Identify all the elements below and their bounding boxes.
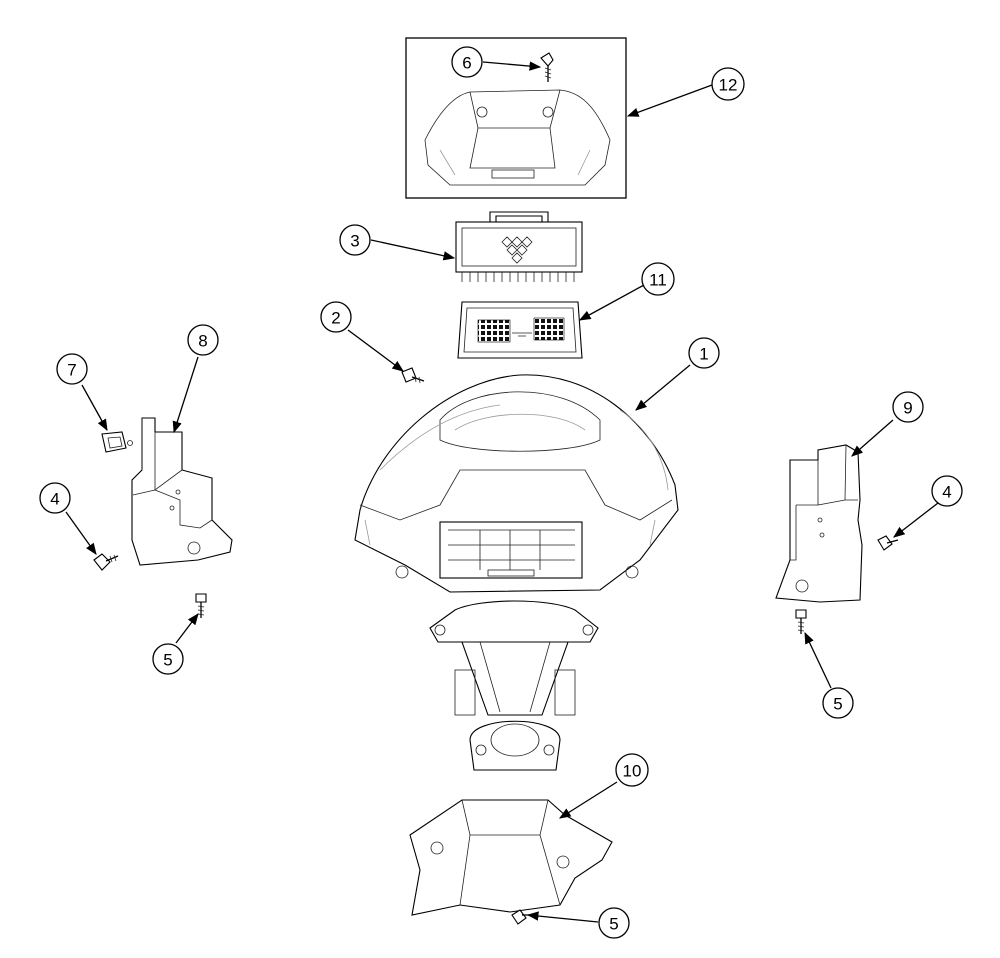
- callout-5-left-label: 5: [163, 651, 172, 670]
- leader-5-right: [804, 631, 832, 689]
- callout-10: 10: [615, 753, 649, 787]
- callout-4-right: 4: [931, 475, 963, 507]
- leader-11: [578, 284, 645, 321]
- callout-9-label: 9: [903, 399, 912, 418]
- leader-4-right: [893, 502, 939, 538]
- callout-7: 7: [56, 353, 88, 385]
- dash-cover-part: [424, 89, 611, 186]
- callout-2-label: 2: [331, 309, 340, 328]
- callout-2: 2: [320, 301, 352, 333]
- callout-5-right-label: 5: [833, 695, 842, 714]
- leader-5-bottom: [526, 911, 599, 923]
- leader-4-left: [65, 511, 97, 555]
- leader-5-left: [175, 613, 199, 644]
- callout-10-label: 10: [623, 762, 642, 781]
- screw-part-5-bottom: [511, 909, 535, 925]
- air-filter-part-3: [455, 211, 583, 282]
- left-baffle-part-8: [131, 417, 233, 566]
- leader-lines: [65, 61, 939, 923]
- leader-9: [851, 419, 894, 457]
- leader-2: [347, 329, 404, 372]
- screw-part-4-right: [877, 535, 899, 551]
- callout-1-label: 1: [699, 345, 708, 364]
- screw-part-6: [540, 52, 554, 82]
- callout-3: 3: [339, 224, 371, 256]
- callout-11: 11: [641, 262, 675, 296]
- leader-8: [172, 356, 199, 434]
- callout-1: 1: [688, 337, 720, 369]
- callout-8-label: 8: [198, 332, 207, 351]
- callout-7-label: 7: [67, 361, 76, 380]
- right-baffle-part-9: [775, 444, 863, 603]
- leader-6: [482, 61, 542, 71]
- leader-1: [635, 364, 691, 411]
- callout-5-right: 5: [822, 687, 854, 719]
- intake-duct-part: [429, 600, 599, 771]
- bottom-shroud-part-10: [409, 799, 613, 916]
- callout-6: 6: [451, 46, 483, 78]
- blower-housing-part-1: [354, 374, 679, 593]
- callout-4-right-label: 4: [942, 483, 951, 502]
- inset-box-part-12: [405, 37, 627, 199]
- callout-4-left: 4: [39, 482, 71, 514]
- callout-5-left: 5: [152, 643, 184, 675]
- callout-5-bottom-label: 5: [609, 915, 618, 934]
- callout-3-label: 3: [350, 232, 359, 251]
- callout-12-label: 12: [719, 76, 738, 95]
- leader-12: [626, 84, 713, 117]
- leader-3: [370, 239, 456, 261]
- callouts: 6 12 3 11 2 1 8 7 4 5 9 4 5 10 5: [39, 46, 963, 939]
- callout-8: 8: [187, 324, 219, 356]
- clip-part-7: [101, 431, 133, 453]
- leader-7: [81, 384, 108, 432]
- pre-cleaner-part-11: [457, 301, 583, 359]
- callout-4-left-label: 4: [50, 490, 59, 509]
- screw-part-4-left: [93, 553, 119, 571]
- filter-logo: [501, 236, 533, 264]
- screw-part-5-left: [195, 593, 207, 618]
- leader-10: [559, 781, 618, 819]
- callout-5-bottom: 5: [598, 907, 630, 939]
- callout-11-label: 11: [649, 271, 667, 290]
- callout-12: 12: [711, 67, 745, 101]
- screw-part-5-right: [795, 609, 807, 634]
- screw-part-2: [401, 367, 425, 384]
- callout-9: 9: [892, 391, 924, 423]
- callout-6-label: 6: [462, 54, 471, 73]
